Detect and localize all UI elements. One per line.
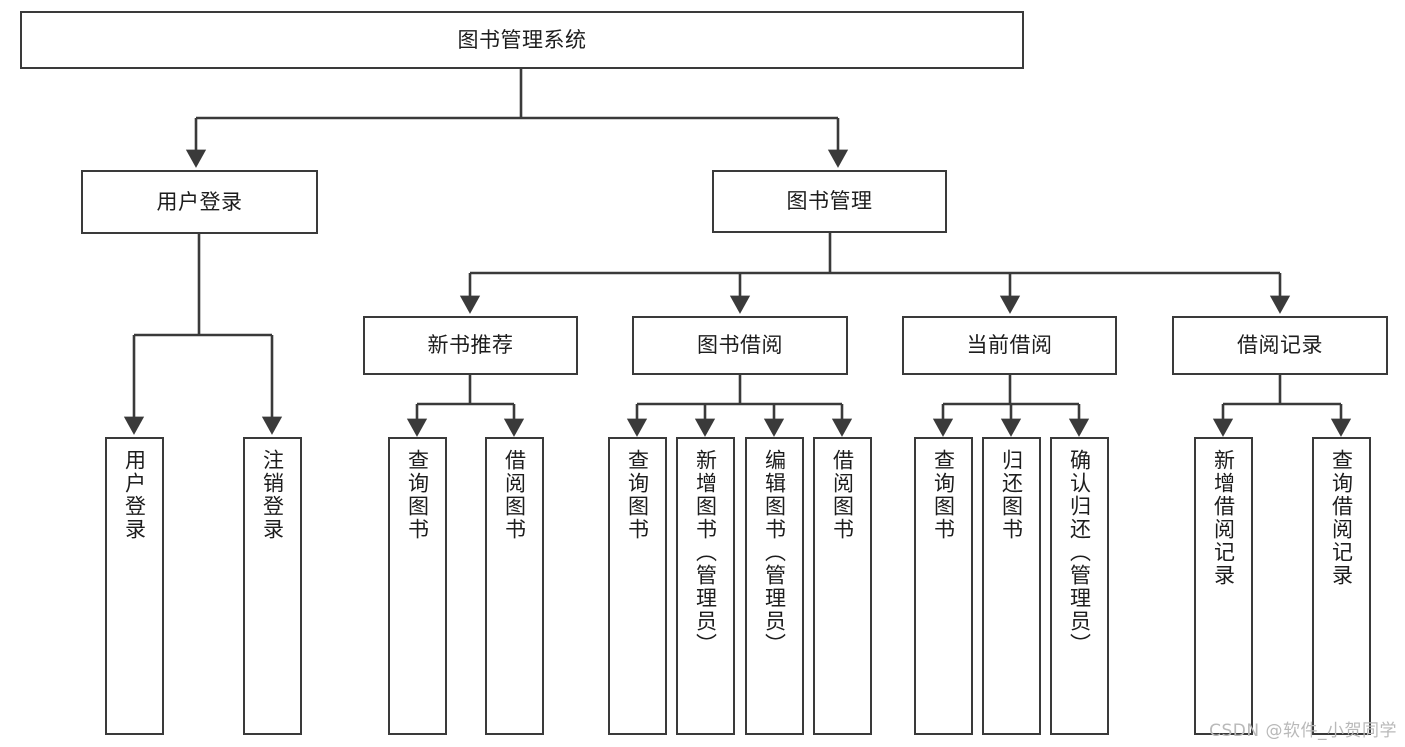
node-leaf-user-logout[interactable]: 注销登录	[243, 437, 302, 735]
node-user-login[interactable]: 用户登录	[81, 170, 318, 234]
node-leaf-query-book-3-label: 查询图书	[931, 449, 956, 541]
node-leaf-query-record-label: 查询借阅记录	[1329, 449, 1354, 587]
node-leaf-query-book-2[interactable]: 查询图书	[608, 437, 667, 735]
node-book-manage[interactable]: 图书管理	[712, 170, 947, 233]
node-root[interactable]: 图书管理系统	[20, 11, 1024, 69]
node-user-login-label: 用户登录	[156, 189, 243, 214]
watermark-text: CSDN @软件_小贺同学	[1209, 721, 1397, 741]
node-leaf-confirm-return-label: 确认归还（管理员）	[1067, 449, 1092, 656]
node-leaf-user-login-label: 用户登录	[122, 449, 147, 541]
node-leaf-user-logout-label: 注销登录	[260, 449, 285, 541]
node-borrow-record[interactable]: 借阅记录	[1172, 316, 1388, 375]
node-current-borrow-label: 当前借阅	[966, 333, 1053, 358]
node-leaf-borrow-book-1[interactable]: 借阅图书	[485, 437, 544, 735]
node-leaf-add-book[interactable]: 新增图书（管理员）	[676, 437, 735, 735]
node-leaf-borrow-book-2[interactable]: 借阅图书	[813, 437, 872, 735]
node-leaf-query-book-1-label: 查询图书	[405, 449, 430, 541]
node-leaf-add-record-label: 新增借阅记录	[1211, 449, 1236, 587]
node-book-borrow[interactable]: 图书借阅	[632, 316, 848, 375]
node-leaf-return-book-label: 归还图书	[999, 449, 1024, 541]
node-leaf-user-login[interactable]: 用户登录	[105, 437, 164, 735]
node-current-borrow[interactable]: 当前借阅	[902, 316, 1117, 375]
node-leaf-add-book-label: 新增图书（管理员）	[693, 449, 718, 656]
node-book-borrow-label: 图书借阅	[697, 333, 783, 358]
node-borrow-record-label: 借阅记录	[1237, 333, 1323, 358]
node-new-book-recommend[interactable]: 新书推荐	[363, 316, 578, 375]
node-leaf-query-book-1[interactable]: 查询图书	[388, 437, 447, 735]
node-book-manage-label: 图书管理	[786, 189, 873, 214]
node-leaf-edit-book[interactable]: 编辑图书（管理员）	[745, 437, 804, 735]
node-root-label: 图书管理系统	[457, 27, 587, 52]
node-leaf-query-record[interactable]: 查询借阅记录	[1312, 437, 1371, 735]
node-leaf-borrow-book-1-label: 借阅图书	[502, 449, 527, 541]
node-leaf-return-book[interactable]: 归还图书	[982, 437, 1041, 735]
node-leaf-confirm-return[interactable]: 确认归还（管理员）	[1050, 437, 1109, 735]
node-leaf-query-book-3[interactable]: 查询图书	[914, 437, 973, 735]
node-leaf-query-book-2-label: 查询图书	[625, 449, 650, 541]
node-leaf-borrow-book-2-label: 借阅图书	[830, 449, 855, 541]
node-leaf-edit-book-label: 编辑图书（管理员）	[762, 449, 787, 656]
node-leaf-add-record[interactable]: 新增借阅记录	[1194, 437, 1253, 735]
node-new-book-recommend-label: 新书推荐	[427, 333, 514, 358]
